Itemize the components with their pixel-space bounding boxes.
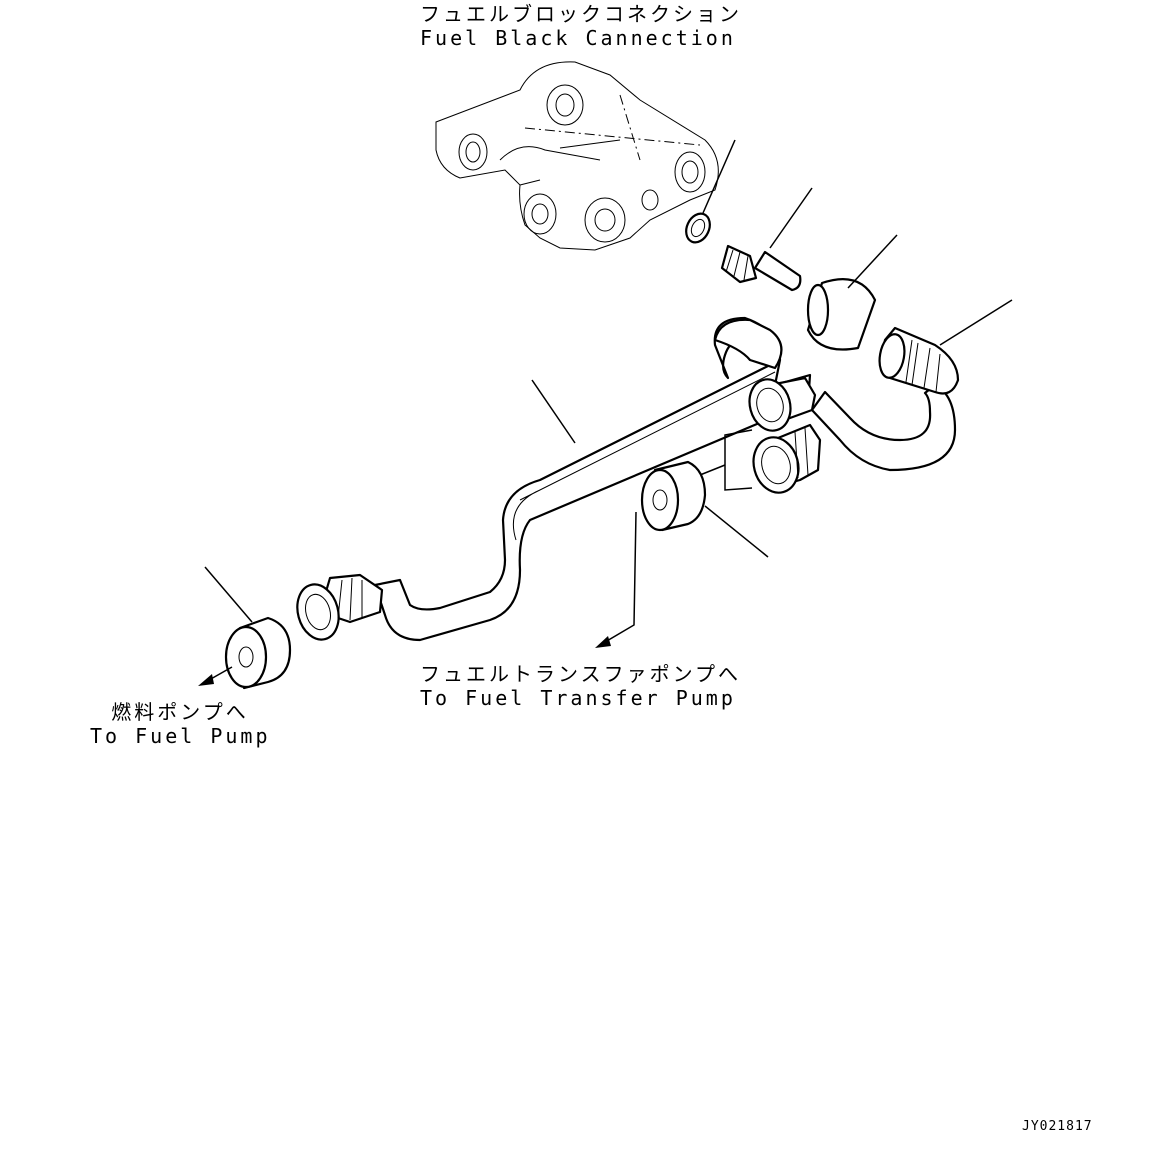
- sleeve: [806, 278, 877, 351]
- left-elbow-fitting: [296, 573, 384, 641]
- fuel-block-label-jp: フュエルブロックコネクション: [420, 2, 742, 26]
- bracket-line: [724, 429, 753, 491]
- leader-line: [847, 234, 898, 289]
- o-ring: [685, 212, 711, 244]
- arrowhead: [198, 674, 214, 686]
- leader-line: [531, 379, 576, 444]
- transfer-pump-label-jp: フュエルトランスファポンプへ: [420, 662, 741, 686]
- leader-line: [769, 187, 813, 249]
- main-fuel-hose: [373, 316, 812, 642]
- left-cap: [224, 616, 292, 690]
- adapter-fitting: [720, 244, 802, 292]
- center-cap: [640, 460, 707, 532]
- arrow-to-transfer-pump: [599, 511, 637, 646]
- leader-line: [939, 299, 1013, 346]
- transfer-pump-label-en: To Fuel Transfer Pump: [420, 686, 736, 710]
- lower-tee-fitting: [752, 423, 822, 494]
- fuel-pump-label-en: To Fuel Pump: [90, 724, 271, 748]
- leader-line: [204, 566, 253, 623]
- fuel-pump-label-jp: 燃料ポンプへ: [111, 700, 249, 724]
- drawing-code: JY021817: [1022, 1119, 1093, 1134]
- leader-line: [702, 139, 736, 214]
- bracket-line: [699, 464, 726, 476]
- arrowhead: [595, 636, 611, 648]
- leader-line: [704, 505, 769, 558]
- fuel-block-label-en: Fuel Black Cannection: [420, 26, 736, 50]
- fuel-block-connection: [435, 61, 719, 251]
- upper-tee-fitting: [748, 376, 817, 432]
